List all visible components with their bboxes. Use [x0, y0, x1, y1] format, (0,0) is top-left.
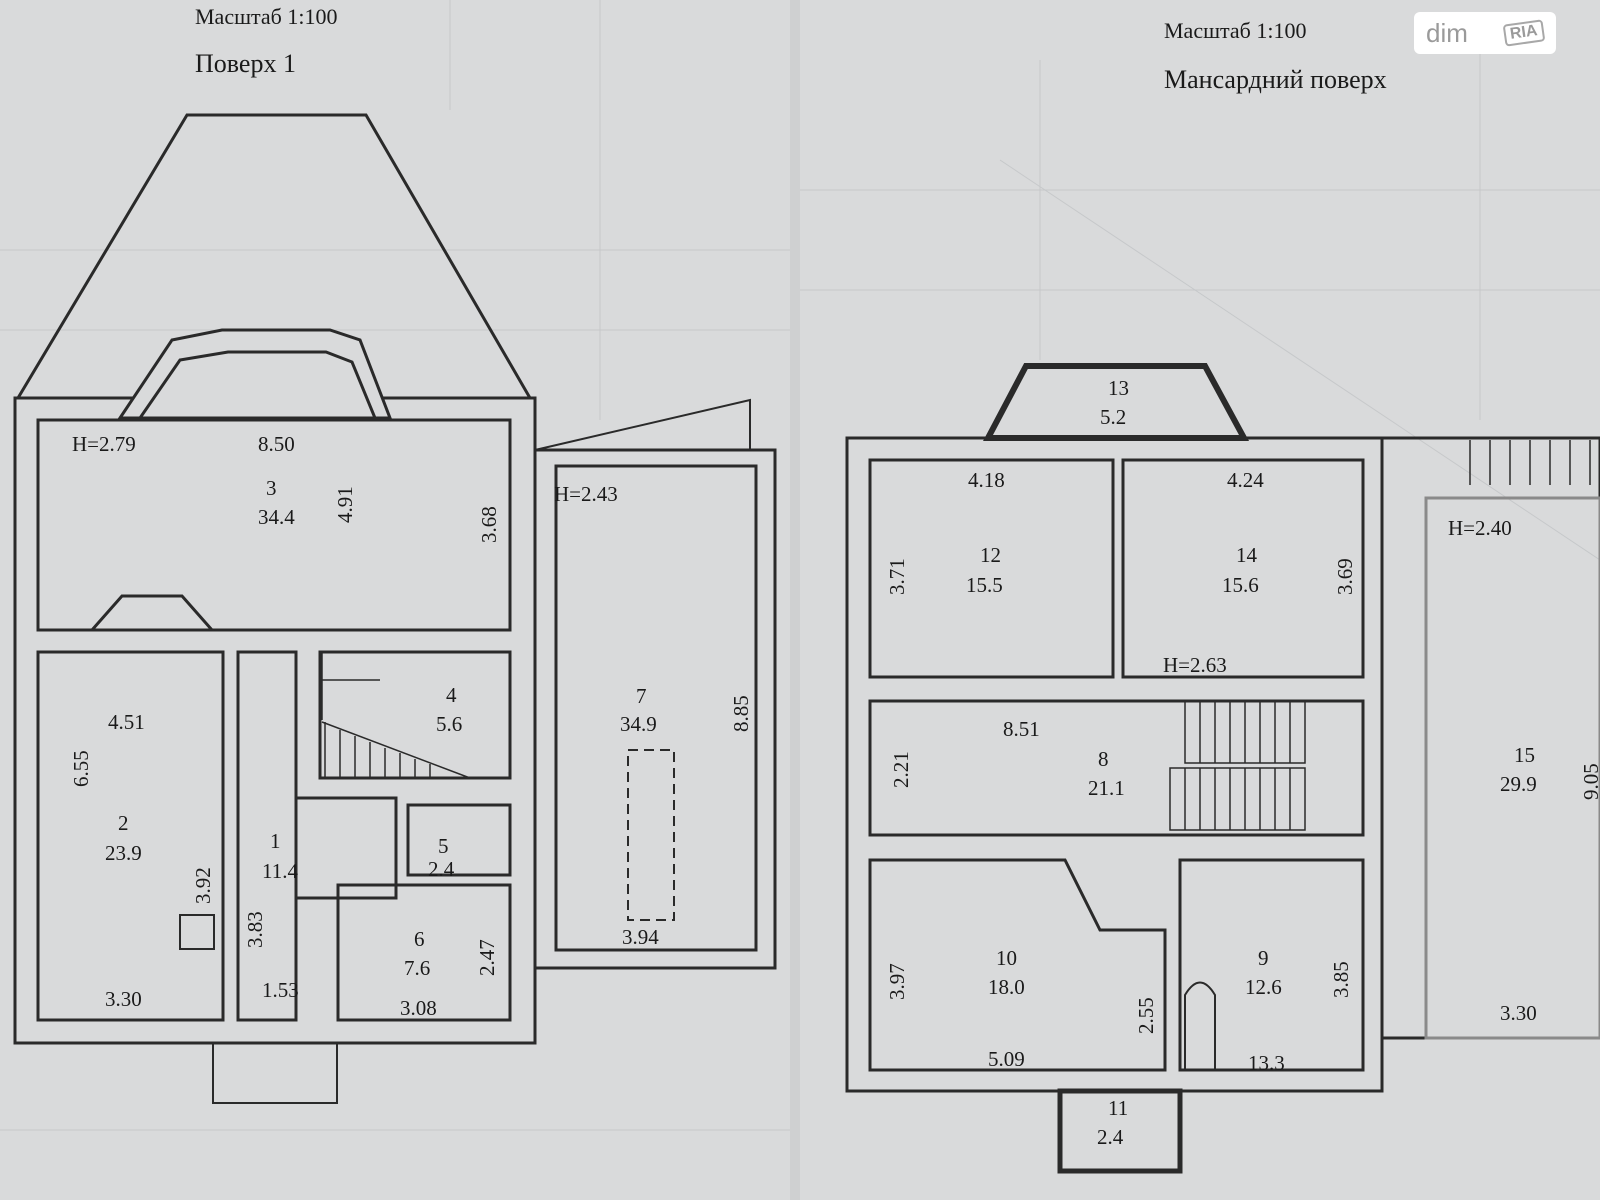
room-2-wall: [36, 650, 225, 1022]
room-6-number: 6: [414, 927, 425, 951]
height-floor1-living: H=2.79: [72, 432, 136, 456]
room-8-area: 21.1: [1088, 776, 1125, 800]
dim-r2-bottom: 3.30: [105, 987, 142, 1011]
height-attic-right: H=2.40: [1448, 516, 1512, 540]
dim-r6-side: 2.47: [475, 939, 499, 976]
room-1-area: 11.4: [262, 859, 298, 883]
attic-plan: [845, 363, 1600, 1174]
dim-r2-side: 6.55: [69, 750, 93, 787]
room-7-area: 34.9: [620, 712, 657, 736]
room-11-number: 11: [1108, 1096, 1128, 1120]
hob-icon: [179, 914, 215, 950]
room-6-area: 7.6: [404, 956, 430, 980]
dim-r3-width: 8.50: [258, 432, 295, 456]
attic-title: Мансардний поверх: [1164, 65, 1387, 94]
dim-r2-top: 4.51: [108, 710, 145, 734]
dim-r8-side: 2.21: [889, 751, 913, 788]
corridor-wall: [236, 650, 298, 1022]
dim-r10-inner: 2.55: [1134, 997, 1158, 1034]
dim-r12-top: 4.18: [968, 468, 1005, 492]
outer-stair: [534, 398, 751, 451]
stairs-floor1: [321, 652, 471, 779]
floor1-plan: [13, 113, 777, 1104]
room-7-inner-wall: [554, 464, 758, 952]
room-4-number: 4: [446, 683, 457, 707]
room-7-number: 7: [636, 684, 647, 708]
room-3-number: 3: [266, 476, 277, 500]
room-10-area: 18.0: [988, 975, 1025, 999]
room-10-wall: [868, 858, 1167, 1072]
dim-r15-side: 9.05: [1579, 763, 1600, 800]
dim-r9-bottom: 13.3: [1248, 1051, 1285, 1075]
dim-r14-side: 3.69: [1333, 558, 1357, 595]
room-13-number: 13: [1108, 376, 1129, 400]
bay-window-inner: [137, 350, 378, 420]
room-9-area: 12.6: [1245, 975, 1282, 999]
room-9-wall: [1178, 858, 1365, 1072]
watermark-logo: dim RIA: [1414, 12, 1556, 54]
room-1-number: 1: [270, 829, 281, 853]
room-6-wall: [336, 883, 512, 1022]
floor1-scale-label: Масштаб 1:100: [195, 4, 337, 29]
room-12-wall: [868, 458, 1115, 679]
fireplace: [88, 594, 216, 632]
room-8-number: 8: [1098, 747, 1109, 771]
room-3-area: 34.4: [258, 505, 295, 529]
sheet-divider: [790, 0, 800, 1200]
room-12-area: 15.5: [966, 573, 1003, 597]
room-5-area: 2.4: [428, 857, 455, 881]
dim-r3-depth: 4.91: [333, 486, 357, 523]
room-15-area: 29.9: [1500, 772, 1537, 796]
watermark-left-text: dim: [1426, 17, 1468, 48]
stairs-attic: [1169, 440, 1591, 831]
room-12-number: 12: [980, 543, 1001, 567]
car-marker: [627, 749, 675, 921]
room-14-area: 15.6: [1222, 573, 1259, 597]
room-5-wall: [406, 803, 512, 877]
dim-r2-inner: 3.92: [191, 867, 215, 904]
dim-r15-bottom: 3.30: [1500, 1001, 1537, 1025]
dim-r9-side: 3.85: [1329, 961, 1353, 998]
room-15-number: 15: [1514, 743, 1535, 767]
faint-grid: [0, 0, 1600, 1131]
dim-r8-top: 8.51: [1003, 717, 1040, 741]
room-8-wall: [868, 699, 1365, 837]
dim-r1-bottom: 1.53: [262, 978, 299, 1002]
balcony-13: [983, 363, 1250, 441]
room-5-number: 5: [438, 834, 449, 858]
room-13-area: 5.2: [1100, 405, 1126, 429]
bay-window: [117, 328, 393, 420]
dim-r10-bottom: 5.09: [988, 1047, 1025, 1071]
room-14-wall: [1121, 458, 1365, 679]
porch: [212, 1042, 338, 1104]
room-14-number: 14: [1236, 543, 1258, 567]
attic-scale-label: Масштаб 1:100: [1164, 18, 1306, 43]
balcony-11: [1057, 1088, 1183, 1174]
room-2-area: 23.9: [105, 841, 142, 865]
dim-r14-top: 4.24: [1227, 468, 1264, 492]
dim-r7-width: 3.94: [622, 925, 659, 949]
dim-r1-side: 3.83: [243, 911, 267, 948]
watermark-right-text: RIA: [1503, 19, 1546, 47]
room-11-area: 2.4: [1097, 1125, 1124, 1149]
room-3-wall: [36, 418, 512, 632]
room-15-inner: [1424, 496, 1600, 1040]
dim-r3-side: 3.68: [477, 506, 501, 543]
dim-r12-side: 3.71: [885, 558, 909, 595]
room-2-number: 2: [118, 811, 129, 835]
dim-r6-bottom: 3.08: [400, 996, 437, 1020]
room-4-area: 5.6: [436, 712, 462, 736]
bathtub-icon: [1184, 981, 1216, 1071]
room-10-number: 10: [996, 946, 1017, 970]
dim-r10-side: 3.97: [885, 963, 909, 1000]
room-1-inner: [294, 796, 398, 900]
dim-r7-depth: 8.85: [729, 695, 753, 732]
floor1-title: Поверх 1: [195, 49, 296, 78]
height-attic-main: H=2.63: [1163, 653, 1227, 677]
height-floor1-garage: H=2.43: [554, 482, 618, 506]
room-9-number: 9: [1258, 946, 1269, 970]
